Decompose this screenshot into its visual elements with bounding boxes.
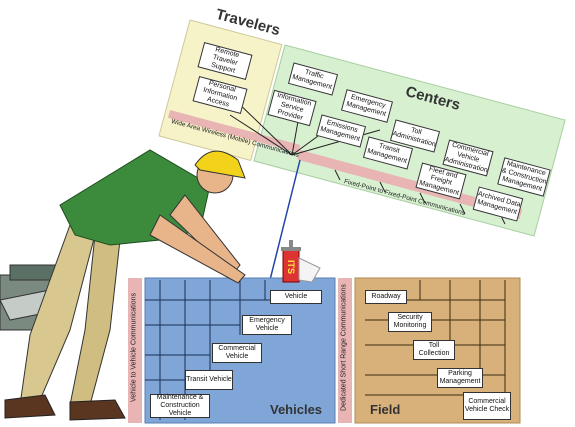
field-title: Field <box>370 402 401 417</box>
box-security-monitoring: Security Monitoring <box>388 312 432 332</box>
box-roadway: Roadway <box>365 290 407 304</box>
v2v-bus <box>128 278 142 423</box>
wireless-bus <box>167 110 301 153</box>
v2v-bus-label: Vehicle to Vehicle Communications <box>130 293 138 402</box>
box-transit-vehicle: Transit Vehicle <box>185 370 233 390</box>
its-logo-text: ITS <box>286 259 297 275</box>
box-commercial-vehicle-check: Commercial Vehicle Check <box>463 392 511 420</box>
dsrc-bus <box>338 278 352 423</box>
link-line <box>269 159 301 281</box>
box-toll-collection: Toll Collection <box>413 340 455 360</box>
box-emergency-vehicle: Emergency Vehicle <box>242 315 292 335</box>
vehicles-title: Vehicles <box>270 402 323 417</box>
dsrc-bus-label: Dedicated Short Range Communications <box>340 284 348 411</box>
box-parking-management: Parking Management <box>437 368 483 388</box>
box-commercial-vehicle: Commercial Vehicle <box>212 343 262 363</box>
fixed-bus <box>297 150 523 220</box>
box-maintenance-construction-vehicle: Maintenance & Construction Vehicle <box>150 394 210 418</box>
worker-illustration <box>0 149 246 421</box>
its-can-icon <box>281 240 321 283</box>
box-vehicle: Vehicle <box>270 290 322 304</box>
